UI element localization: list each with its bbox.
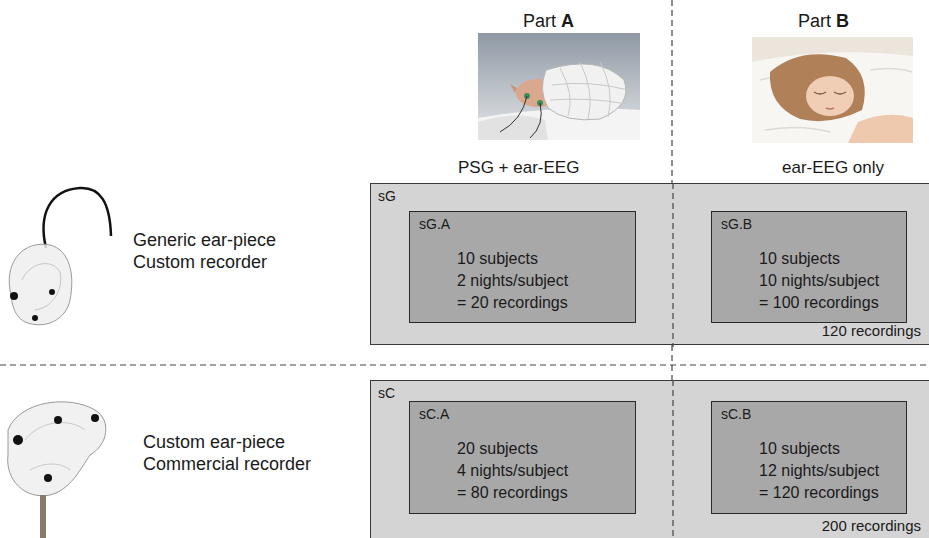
electrode <box>91 414 99 422</box>
study-id: sG.A <box>419 215 450 233</box>
hair <box>770 54 865 121</box>
study-detail: 12 nights/subject <box>759 460 879 482</box>
recording-total: 120 recordings <box>822 322 921 340</box>
study-detail: = 80 recordings <box>457 482 568 504</box>
study-id: sC.B <box>721 405 751 423</box>
shoulder <box>478 115 548 140</box>
column-label: ear-EEG only <box>782 158 884 178</box>
sub-study-box: sG.B 10 subjects10 nights/subject= 100 re… <box>711 211 907 323</box>
ear-piece-detail <box>22 264 61 310</box>
column-separator <box>671 345 672 380</box>
label-holder: A <box>561 11 574 32</box>
study-detail: 20 subjects <box>457 438 538 460</box>
column-separator <box>672 380 673 538</box>
column-separator <box>671 0 672 183</box>
ear-piece-body <box>9 244 72 325</box>
electrode-wire <box>500 96 541 138</box>
recording-total: 200 recordings <box>822 517 921 535</box>
electrode <box>10 292 18 300</box>
electrode <box>13 435 23 445</box>
sub-study-box: sG.A 10 subjects2 nights/subject= 20 reco… <box>409 211 636 323</box>
part-heading: B <box>836 11 849 32</box>
column-separator <box>672 183 673 347</box>
photo-background <box>752 37 913 143</box>
arm <box>848 115 913 143</box>
sleep-photo <box>752 37 913 143</box>
ear-piece-body <box>8 402 106 496</box>
electrode <box>44 474 52 482</box>
study-detail: 10 subjects <box>759 438 840 460</box>
ear-piece-cable <box>44 188 111 248</box>
custom-ear-piece <box>8 402 106 538</box>
study-group-box: sG120 recordingssG.A10 subjects2 nights/… <box>370 183 929 345</box>
study-detail: = 120 recordings <box>759 482 879 504</box>
nose <box>510 84 517 93</box>
part-heading: Part <box>523 11 556 32</box>
label-holder: PSG + ear-EEG <box>458 158 579 178</box>
sub-study-box: sC.B 10 subjects12 nights/subject= 120 re… <box>711 401 907 514</box>
face <box>806 76 854 116</box>
electrode <box>54 416 62 424</box>
closed-eyes <box>814 92 846 94</box>
label-holder: Generic ear-piece Custom recorder <box>133 229 318 273</box>
study-detail: 10 nights/subject <box>759 270 879 292</box>
label-holder: Custom ear-piece Commercial recorder <box>143 431 328 475</box>
label-holder: B <box>836 11 849 32</box>
pillow <box>752 52 913 143</box>
ear-piece-stem <box>40 495 46 538</box>
photo-background <box>478 33 640 140</box>
label-holder: Part <box>798 11 831 32</box>
row-separator <box>0 364 929 365</box>
column-label: PSG + ear-EEG <box>458 158 579 178</box>
row-label: Generic ear-piece Custom recorder <box>133 229 318 273</box>
study-detail: 4 nights/subject <box>457 460 568 482</box>
study-detail: 2 nights/subject <box>457 270 568 292</box>
electrode <box>32 315 38 321</box>
label-holder: ear-EEG only <box>782 158 884 178</box>
cap-mesh <box>550 62 628 119</box>
row-label: Custom ear-piece Commercial recorder <box>143 431 328 475</box>
study-detail: 10 subjects <box>457 248 538 270</box>
psg-photo <box>478 33 640 140</box>
study-id: sG.B <box>721 215 752 233</box>
ear-piece-detail <box>25 423 85 470</box>
part-heading: Part <box>798 11 831 32</box>
sub-study-box: sC.A 20 subjects4 nights/subject= 80 reco… <box>409 401 636 514</box>
study-id: sC.A <box>419 405 449 423</box>
electrode <box>49 289 55 295</box>
study-detail: = 100 recordings <box>759 292 879 314</box>
group-id: sC <box>378 384 395 402</box>
study-detail: = 20 recordings <box>457 292 568 314</box>
label-holder: Part <box>523 11 556 32</box>
study-group-box: sC 200 recordings sC.A 20 subjects4 nights/… <box>370 380 929 538</box>
group-id: sG <box>378 187 396 205</box>
generic-ear-piece <box>9 188 111 325</box>
study-detail: 10 subjects <box>759 248 840 270</box>
part-heading: A <box>561 11 574 32</box>
lips <box>826 108 834 109</box>
